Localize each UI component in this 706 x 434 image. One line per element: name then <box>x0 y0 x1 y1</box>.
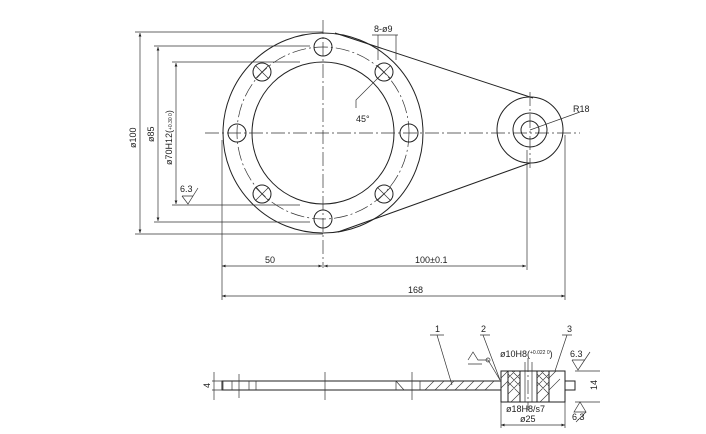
dim-50: 50 <box>265 255 275 265</box>
top-view: 8-ø9 45° R18 ø100 ø85 ø70H12(+0.30 0) 6.… <box>128 20 590 300</box>
pin-end <box>564 380 576 391</box>
holes-label: 8-ø9 <box>374 24 393 34</box>
dim-outer-diameter: ø100 <box>128 127 138 148</box>
radius-label: R18 <box>573 104 590 114</box>
plate-hatching <box>424 380 495 391</box>
bushing-right <box>536 370 550 403</box>
part-3-label: 3 <box>567 324 572 334</box>
dim-plate-thickness: 4 <box>202 383 212 388</box>
part-2-label: 2 <box>481 324 486 334</box>
dim-bore: ø70H12(+0.30 0) <box>164 110 174 165</box>
roughness-top: 6.3 <box>570 349 583 359</box>
pin-fit-label: ø10H8(+0.022 0) <box>500 349 553 359</box>
dim-bolt-circle: ø85 <box>146 126 156 142</box>
roughness-bottom: 6.3 <box>572 412 585 422</box>
section-view: 4 1 2 3 ø10H8(+0.022 0) ø18H8/s7 ø25 14 … <box>202 324 600 428</box>
roughness-label: 6.3 <box>180 184 193 194</box>
dim-total-length: 168 <box>408 285 423 295</box>
dim-center-distance: 100±0.1 <box>415 255 447 265</box>
bushing-fit-label: ø18H8/s7 <box>506 404 545 414</box>
hub-diameter-label: ø25 <box>520 414 536 424</box>
part-1-label: 1 <box>435 324 440 334</box>
arm-outline <box>334 32 534 233</box>
bushing-left <box>507 370 521 403</box>
angle-label: 45° <box>356 114 370 124</box>
hub-height-label: 14 <box>589 380 599 390</box>
